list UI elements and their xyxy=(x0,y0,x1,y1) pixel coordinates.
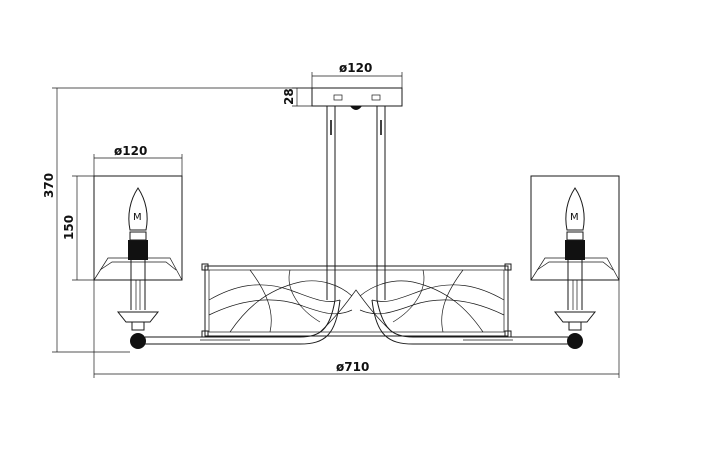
dim-canopy-height: 28 xyxy=(282,87,312,107)
right-drip-cup xyxy=(553,311,597,323)
left-lamp: M xyxy=(93,175,183,349)
canopy-height-label: 28 xyxy=(282,88,296,105)
left-bulb-mark: M xyxy=(133,212,142,223)
dim-overall-diameter: ø710 xyxy=(93,280,620,378)
dim-shade-height: 150 xyxy=(62,175,94,281)
dim-overall-height: 370 xyxy=(42,87,312,353)
left-bulb-socket xyxy=(128,240,148,260)
canopy-diameter-label: ø120 xyxy=(339,61,372,75)
left-candle-bulb xyxy=(128,187,148,231)
overall-height-label: 370 xyxy=(42,173,56,198)
left-arm-joint xyxy=(130,333,146,349)
right-shade xyxy=(530,175,620,281)
right-bulb-mark: M xyxy=(570,212,579,223)
right-arm-joint xyxy=(567,333,583,349)
right-bulb-socket xyxy=(565,240,585,260)
dim-shade-diameter: ø120 xyxy=(93,144,183,176)
shade-diameter-label: ø120 xyxy=(114,144,147,158)
central-decorative-frame xyxy=(201,263,512,338)
suspension-stems xyxy=(326,106,386,300)
left-shade xyxy=(93,175,183,281)
dim-canopy-diameter: ø120 xyxy=(311,61,403,88)
horizontal-arms xyxy=(145,299,568,345)
left-drip-cup xyxy=(116,311,160,323)
shade-height-label: 150 xyxy=(62,215,76,240)
right-lamp: M xyxy=(530,175,620,349)
overall-diameter-label: ø710 xyxy=(336,360,369,374)
right-candle-bulb xyxy=(565,187,585,231)
ceiling-canopy xyxy=(311,87,403,110)
